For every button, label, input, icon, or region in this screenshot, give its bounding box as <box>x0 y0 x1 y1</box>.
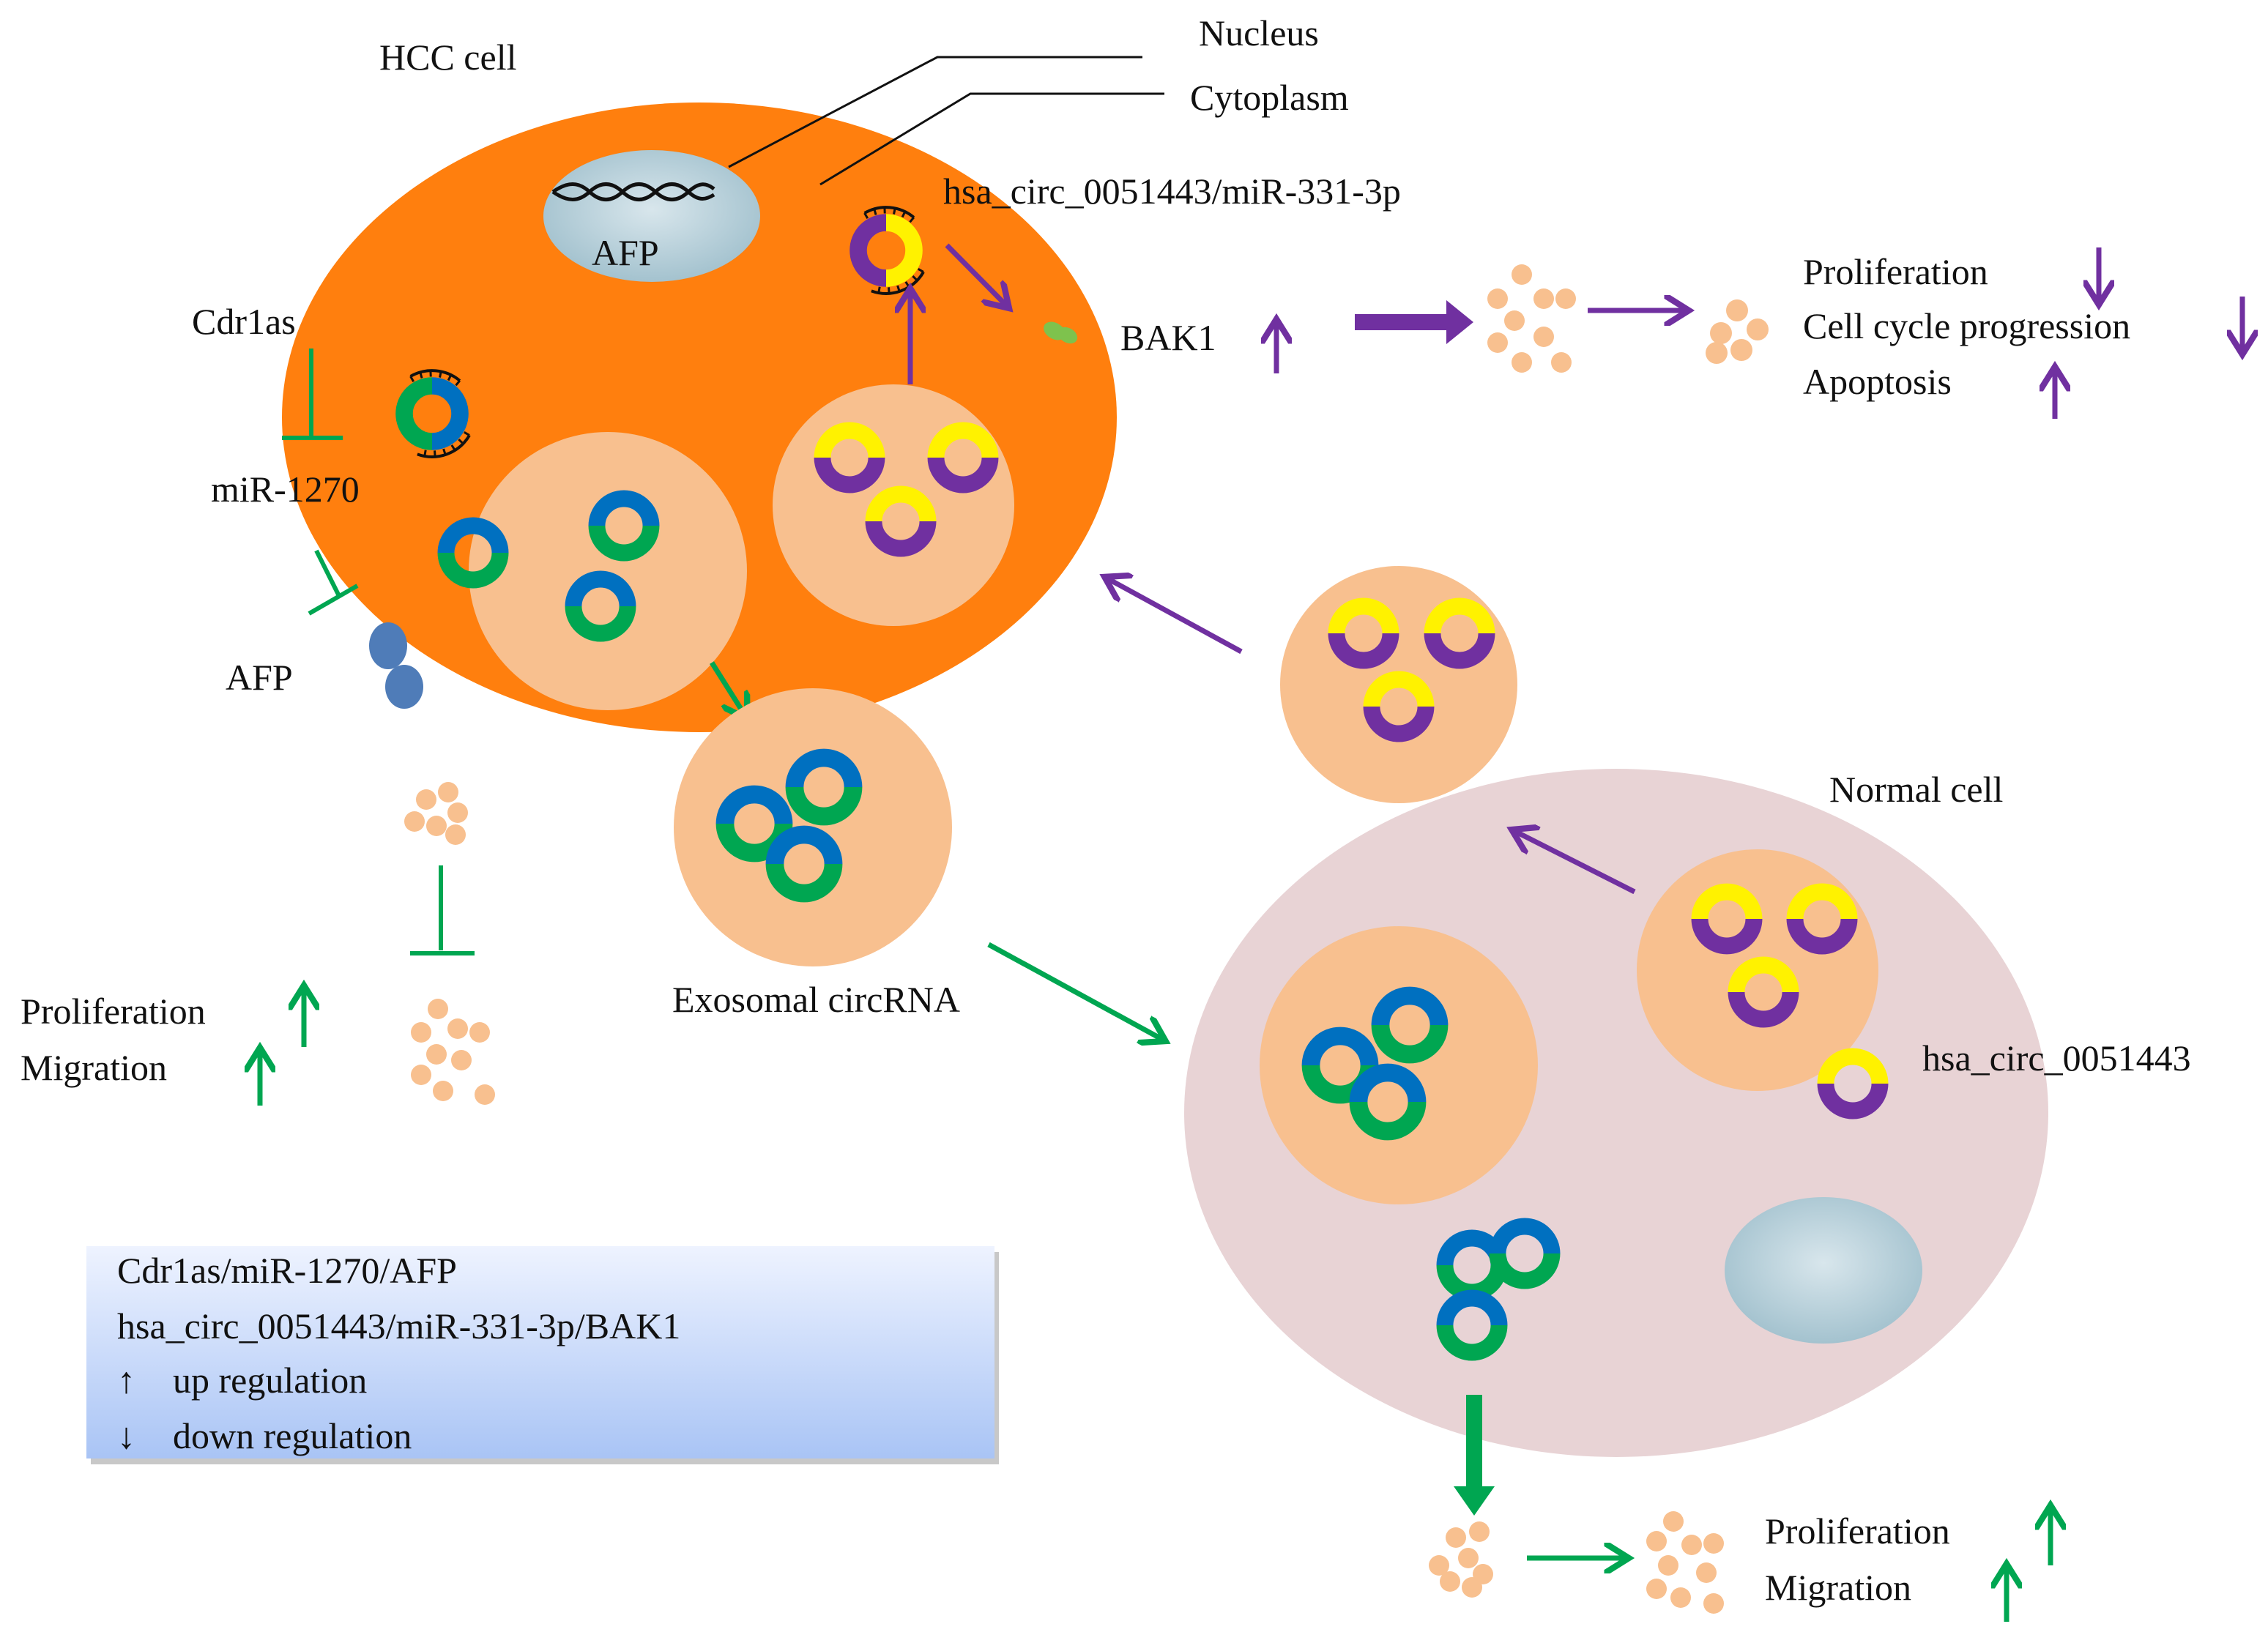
effect-bottom-proliferation: Proliferation <box>1765 1510 1950 1551</box>
cell-dot <box>426 816 447 836</box>
cell-cluster-bottom-1 <box>1429 1521 1493 1598</box>
cell-dot <box>438 782 458 802</box>
cell-cluster-left-2 <box>411 999 495 1105</box>
cell-dot <box>1487 332 1508 353</box>
hsa-circ-label: hsa_circ_0051443 <box>1922 1037 2191 1078</box>
cell-dot <box>1533 327 1554 347</box>
hsa-circ-mir331-label: hsa_circ_0051443/miR-331-3p <box>943 171 1401 212</box>
mir1270-inhibit-bar <box>309 586 357 614</box>
cell-cluster-top-2 <box>1706 299 1769 364</box>
cell-dot <box>1696 1562 1717 1583</box>
cell-cluster-left-1 <box>404 782 468 845</box>
cell-dot <box>451 1050 472 1070</box>
effect-top-apoptosis: Apoptosis <box>1803 361 1952 402</box>
hcc-cell-label: HCC cell <box>379 37 516 78</box>
legend-line1: Cdr1as/miR-1270/AFP <box>117 1250 457 1291</box>
cell-dot <box>433 1081 453 1101</box>
cell-cluster-top-1 <box>1487 264 1576 373</box>
cell-dot <box>1646 1531 1667 1551</box>
cell-dot <box>1446 1527 1466 1548</box>
cell-dot <box>1663 1511 1684 1532</box>
cell-dot <box>1458 1548 1479 1568</box>
legend-line2: hsa_circ_0051443/miR-331-3p/BAK1 <box>117 1305 680 1346</box>
exosomal-circrna-label: Exosomal circRNA <box>672 979 960 1020</box>
effect-left-migration: Migration <box>21 1047 167 1088</box>
mvb-purple-vesicle <box>773 384 1014 626</box>
cell-cluster-bottom-2 <box>1646 1511 1724 1614</box>
cell-dot <box>1747 318 1769 340</box>
nucleus-label: Nucleus <box>1199 12 1319 53</box>
cell-dot <box>416 789 436 810</box>
cell-dot <box>1726 299 1748 321</box>
cell-dot <box>1469 1521 1490 1542</box>
cell-dot <box>411 1065 431 1085</box>
cell-dot <box>475 1084 495 1105</box>
cell-dot <box>1512 352 1532 373</box>
legend-down-symbol: ↓ <box>117 1415 135 1456</box>
purple-arrow-to-hcc <box>1107 578 1241 652</box>
afp-nucleus-label: AFP <box>592 232 659 273</box>
cell-dot <box>1706 342 1728 364</box>
green-thick-arrowhead <box>1454 1486 1495 1516</box>
cell-dot <box>1710 322 1732 344</box>
cell-dot <box>1670 1587 1691 1608</box>
cell-dot <box>1646 1579 1667 1599</box>
mir1270-label: miR-1270 <box>211 469 360 510</box>
cell-dot <box>1512 264 1532 285</box>
afp-protein-label: AFP <box>226 657 293 698</box>
green-arrow-to-normal <box>989 945 1163 1040</box>
legend-box: Cdr1as/miR-1270/AFP hsa_circ_0051443/miR… <box>86 1246 999 1464</box>
cell-dot <box>445 824 466 845</box>
cell-dot <box>447 1018 468 1039</box>
cdr1as-label: Cdr1as <box>192 301 296 342</box>
effect-bottom-migration: Migration <box>1765 1567 1911 1608</box>
normal-cell <box>1173 758 2059 1468</box>
cell-dot <box>1462 1577 1482 1598</box>
cell-dot <box>1681 1535 1702 1555</box>
effect-top-cell-cycle: Cell cycle progression <box>1803 305 2130 346</box>
cell-dot <box>404 811 425 832</box>
purple-thick-arrowhead <box>1446 300 1473 344</box>
cell-dot <box>426 1044 447 1065</box>
cell-dot <box>1703 1593 1724 1614</box>
cell-dot <box>1533 288 1554 309</box>
cell-dot <box>469 1022 490 1043</box>
cell-dot <box>1658 1555 1678 1576</box>
legend-up-symbol: ↑ <box>117 1360 135 1401</box>
cell-dot <box>1440 1571 1460 1592</box>
legend-down-label: down regulation <box>173 1415 412 1456</box>
bak1-label: BAK1 <box>1120 317 1216 358</box>
cell-dot <box>1703 1533 1724 1554</box>
normal-nucleus <box>1725 1197 1922 1344</box>
cell-dot <box>411 1022 431 1043</box>
cell-dot <box>1555 288 1576 309</box>
cell-dot <box>1487 288 1508 309</box>
mvb-green-vesicle <box>469 432 747 710</box>
cell-dot <box>1504 310 1525 331</box>
cell-dot <box>1730 339 1752 361</box>
legend-up-label: up regulation <box>173 1360 367 1401</box>
cell-dot <box>447 802 468 823</box>
effect-left-proliferation: Proliferation <box>21 991 206 1032</box>
effect-top-proliferation: Proliferation <box>1803 251 1988 292</box>
cell-dot <box>428 999 448 1019</box>
cell-dot <box>1551 352 1572 373</box>
normal-cell-label: Normal cell <box>1829 769 2003 810</box>
cytoplasm-label: Cytoplasm <box>1190 77 1349 118</box>
